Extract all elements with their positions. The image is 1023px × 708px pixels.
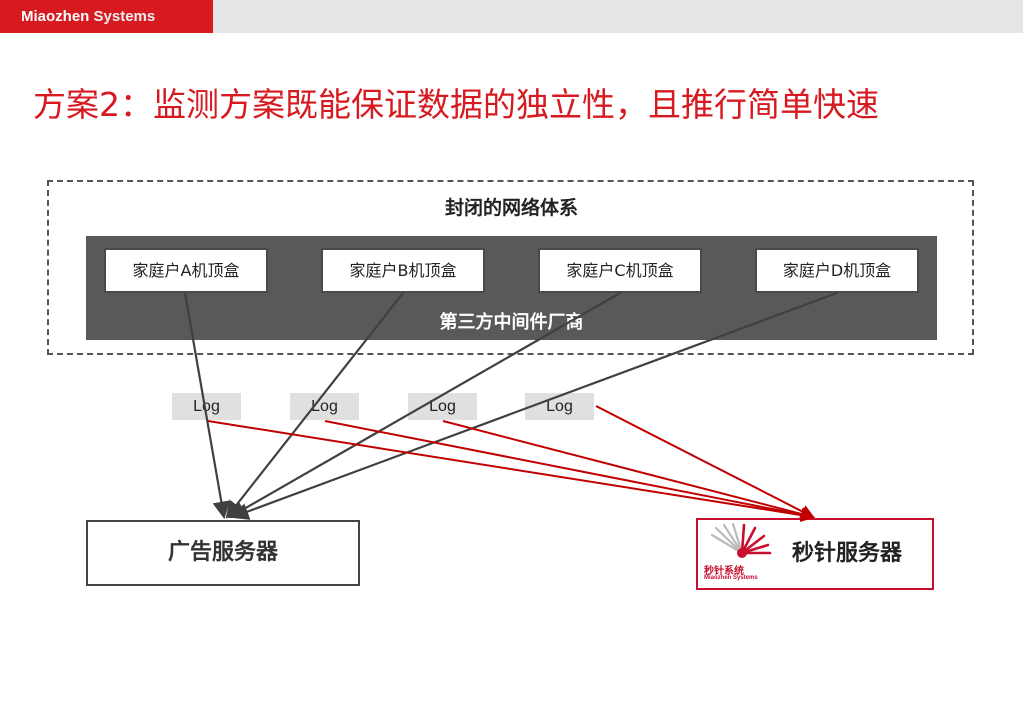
set-top-box-a: 家庭户A机顶盒 — [104, 248, 268, 293]
vendor-label: 第三方中间件厂商 — [439, 312, 584, 333]
arrow-stb-c-to-ad-server — [228, 292, 621, 519]
logo-text-cn: 秒针系统 — [704, 566, 744, 577]
miaozhen-server-box: 秒针系统 Miaozhen Systems 秒针服务器 — [696, 518, 934, 590]
arrow-stb-a-to-ad-server — [183, 292, 231, 520]
network-title: 封闭的网络体系 — [444, 197, 578, 219]
log-tag-d: Log — [525, 393, 594, 420]
brand-logo: Miaozhen Systems — [0, 0, 213, 33]
ad-server-box: 广告服务器 — [86, 520, 360, 586]
set-top-box-d: 家庭户D机顶盒 — [755, 248, 919, 293]
arrow-stb-d-to-ad-server — [230, 291, 838, 520]
set-top-box-c: 家庭户C机顶盒 — [538, 248, 702, 293]
arrow-log-b-to-mz-server — [324, 420, 815, 522]
miaozhen-logo-icon — [710, 523, 772, 558]
logo-text-en: Miaozhen Systems — [704, 575, 758, 581]
arrow-log-c-to-mz-server — [442, 420, 815, 521]
arrow-log-a-to-mz-server — [207, 420, 815, 523]
arrow-stb-b-to-ad-server — [225, 292, 404, 519]
log-tag-c: Log — [408, 393, 477, 420]
arrow-log-d-to-mz-server — [595, 405, 815, 518]
closed-network-boundary — [47, 180, 974, 355]
brand-main: Miaozhen — [21, 8, 90, 25]
set-top-box-b: 家庭户B机顶盒 — [321, 248, 485, 293]
miaozhen-server-label: 秒针服务器 — [792, 541, 903, 566]
brand-rest: Systems — [93, 8, 156, 25]
slide-title: 方案2：监测方案既能保证数据的独立性，且推行简单快速 — [33, 85, 879, 124]
